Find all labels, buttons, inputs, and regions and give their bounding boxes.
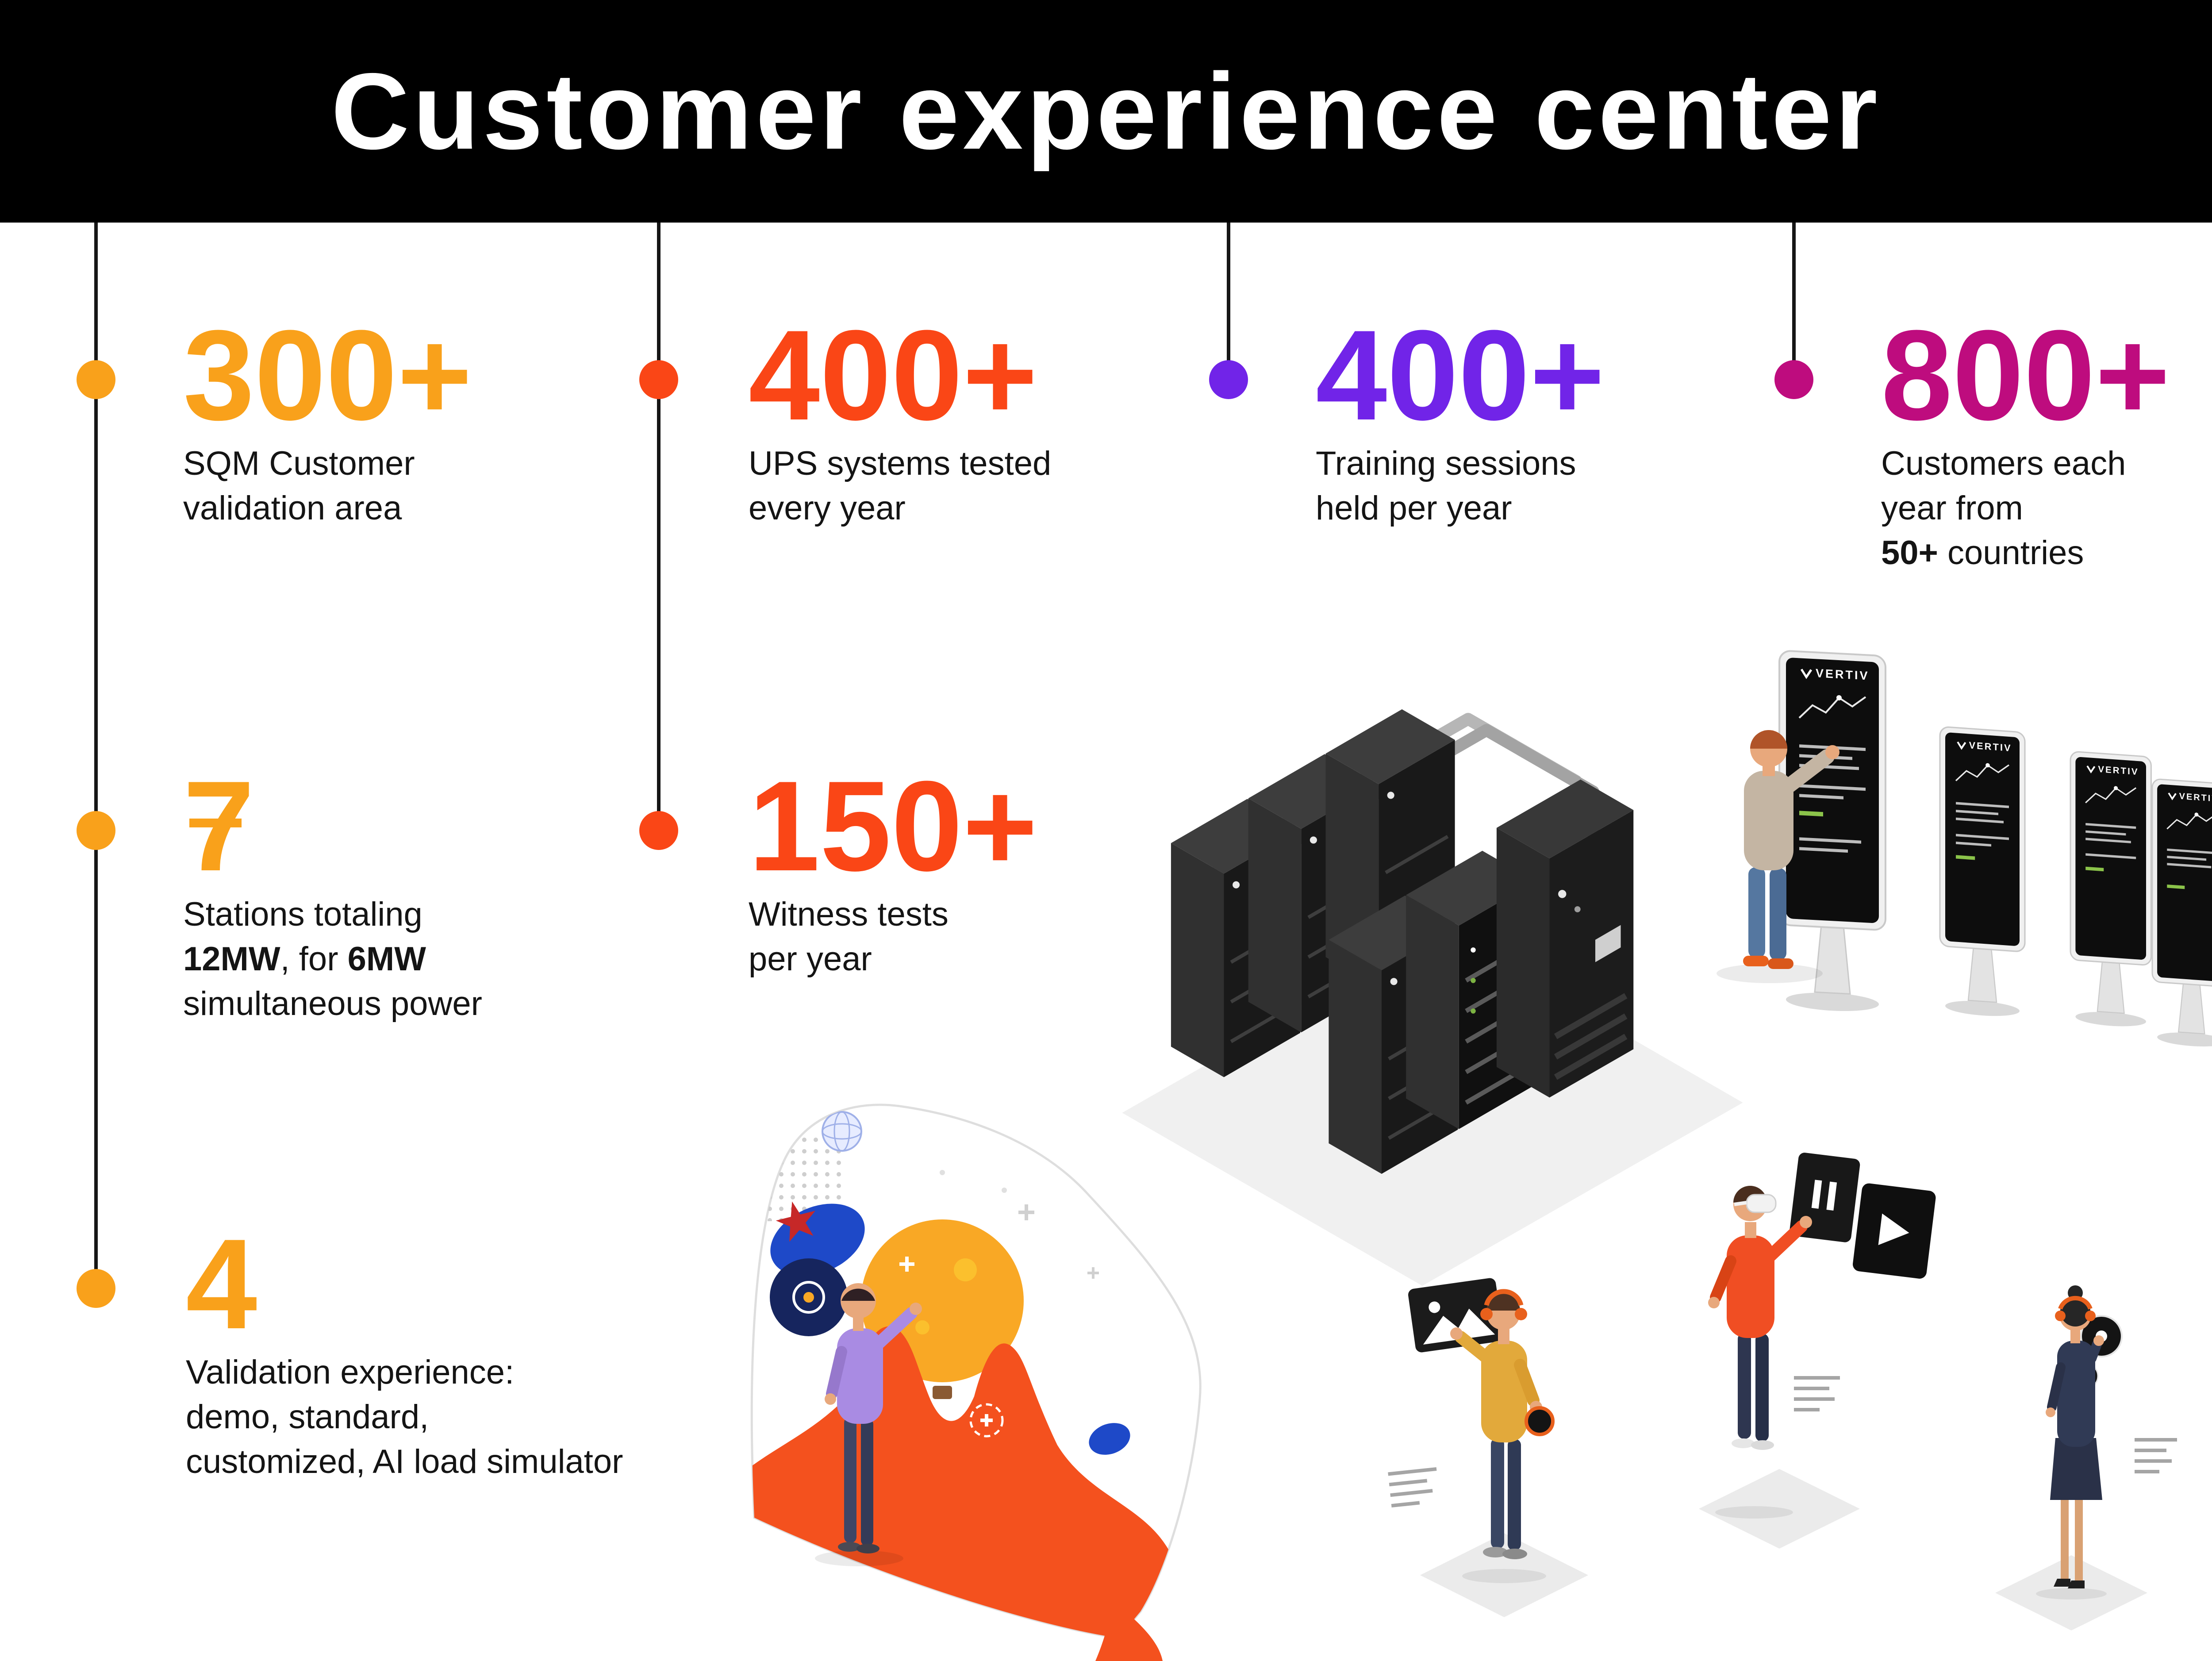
timeline-dot-ups <box>639 360 678 399</box>
pointing-hand <box>1825 745 1839 759</box>
kiosk-display-3: VERTIV <box>2070 751 2152 1027</box>
floating-screen <box>1853 1183 1936 1279</box>
wall-visitor <box>815 1283 922 1566</box>
balloon-basket <box>933 1386 952 1399</box>
annotation-lines <box>2135 1438 2177 1473</box>
header-band: Customer experience center <box>0 0 2212 223</box>
stat-sqm-area: 300+ SQM Customer validation area <box>183 304 472 531</box>
floor-tile <box>1995 1555 2147 1630</box>
vr-visitor-a <box>1388 1278 1588 1617</box>
stat-witness-tests: 150+ Witness tests per year <box>749 754 1038 981</box>
timeline-dot-customers <box>1774 360 1813 399</box>
stat-value: 300+ <box>183 304 472 447</box>
seven-crossbar <box>189 819 242 827</box>
stat-desc: Validation experience: demo, standard, c… <box>186 1353 623 1481</box>
stat-desc: Witness tests per year <box>749 896 949 978</box>
crac-unit <box>1496 779 1634 1098</box>
globe-icon <box>822 1111 862 1152</box>
timeline-line-3 <box>1227 223 1230 380</box>
vertiv-logo-mark <box>1800 669 1813 679</box>
kiosk-display-4: VERTIV <box>2151 778 2212 1047</box>
handheld-device <box>1525 1406 1555 1436</box>
floor-tile <box>1420 1533 1588 1617</box>
stat-value: 800+ <box>1881 304 2170 447</box>
stat-desc: Training sessions held per year <box>1316 445 1576 527</box>
annotation-lines <box>1794 1376 1840 1411</box>
hair <box>1750 730 1787 749</box>
vr-visitor-b <box>1699 1153 1936 1549</box>
curved-wall-illustration <box>750 1103 1202 1661</box>
vr-visitors-illustration <box>1388 1153 2177 1630</box>
stat-value: 7 <box>183 754 255 898</box>
stat-validation-experience: 4 Validation experience: demo, standard,… <box>186 1212 623 1484</box>
annotation-lines <box>1388 1467 1437 1508</box>
crosshair-target <box>969 1403 1004 1438</box>
floor-tile <box>1699 1469 1860 1549</box>
orange-drip <box>1095 1602 1163 1661</box>
timeline-dot-training <box>1209 360 1248 399</box>
kiosk-display-1: VERTIV <box>1778 650 1886 1011</box>
vertiv-logo-mark <box>1957 741 1966 750</box>
vr-headset <box>1746 1194 1777 1213</box>
kiosk-visitor <box>1717 730 1839 983</box>
timeline-dot-sqm <box>77 360 115 399</box>
stat-desc: Customers each year from 50+ countries <box>1881 445 2126 572</box>
hair <box>1486 1294 1520 1311</box>
hair <box>841 1288 875 1301</box>
gray-plus-sparkle <box>1018 1204 1099 1279</box>
timeline-line-2 <box>657 223 661 830</box>
headphones <box>2058 1296 2093 1310</box>
kiosk-displays-illustration: VERTIV VERTIV <box>1717 650 2212 1047</box>
stat-training-sessions: 400+ Training sessions held per year <box>1316 304 1605 531</box>
timeline-line-4 <box>1792 223 1796 380</box>
star-shape <box>776 1201 816 1242</box>
stat-stations: 7 Stations totaling 12MW, for 6MW simult… <box>183 754 482 1026</box>
kiosk-display-2: VERTIV <box>1939 726 2026 1016</box>
timeline-dot-stations <box>77 811 115 850</box>
touching-hand <box>910 1303 922 1315</box>
stat-desc: UPS systems tested every year <box>749 445 1052 527</box>
timeline-line-1 <box>94 223 98 1288</box>
headphones <box>1484 1289 1524 1306</box>
timeline-dot-witness <box>639 811 678 850</box>
stat-value: 150+ <box>749 754 1038 898</box>
stat-value: 400+ <box>1316 304 1605 447</box>
page-title: Customer experience center <box>331 50 1881 172</box>
stat-value: 4 <box>186 1212 257 1356</box>
timeline-dot-validation <box>77 1269 115 1308</box>
vertiv-logo-mark <box>2086 765 2096 774</box>
floating-screen <box>1408 1278 1503 1353</box>
stat-desc: Stations totaling 12MW, for 6MW simultan… <box>183 896 482 1023</box>
vertiv-logo-mark <box>2168 792 2177 800</box>
stat-customers: 800+ Customers each year from 50+ countr… <box>1881 304 2170 575</box>
server-racks-illustration <box>1122 709 1743 1286</box>
kiosk-brand-label: VERTIV <box>1816 666 1869 682</box>
vr-visitor-c <box>1995 1285 2177 1630</box>
blue-blob-small <box>1089 1423 1130 1455</box>
stat-ups-tested: 400+ UPS systems tested every year <box>749 304 1052 531</box>
server-rack-group <box>1122 709 1743 1286</box>
stat-value: 400+ <box>749 304 1038 447</box>
hair <box>2060 1296 2090 1326</box>
stat-desc: SQM Customer validation area <box>183 445 415 527</box>
